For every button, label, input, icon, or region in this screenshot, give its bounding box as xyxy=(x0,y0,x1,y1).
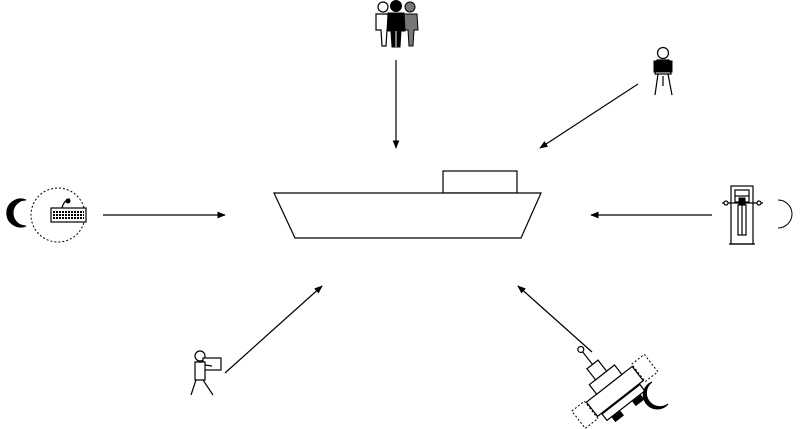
keyboard-with-sensor-icon xyxy=(6,187,87,243)
sensor-crescent-icon xyxy=(6,198,27,228)
sensor-crescent-icon-machine xyxy=(642,381,669,410)
control-panel-sensor-icon xyxy=(722,185,793,245)
arrow-from-person-with-box xyxy=(539,83,639,149)
ship-cabin xyxy=(442,170,518,194)
machine-with-sensor-icon xyxy=(571,345,669,429)
arrow-from-walking-person xyxy=(224,285,323,374)
people-group-icon xyxy=(375,0,419,48)
ship-hull xyxy=(273,192,542,239)
person-holding-box-icon xyxy=(653,46,673,96)
person-carrying-package-icon xyxy=(190,350,222,396)
sensor-crescent-icon-right xyxy=(777,199,793,229)
arrow-from-machine xyxy=(517,285,593,353)
ship-icon xyxy=(273,170,542,239)
